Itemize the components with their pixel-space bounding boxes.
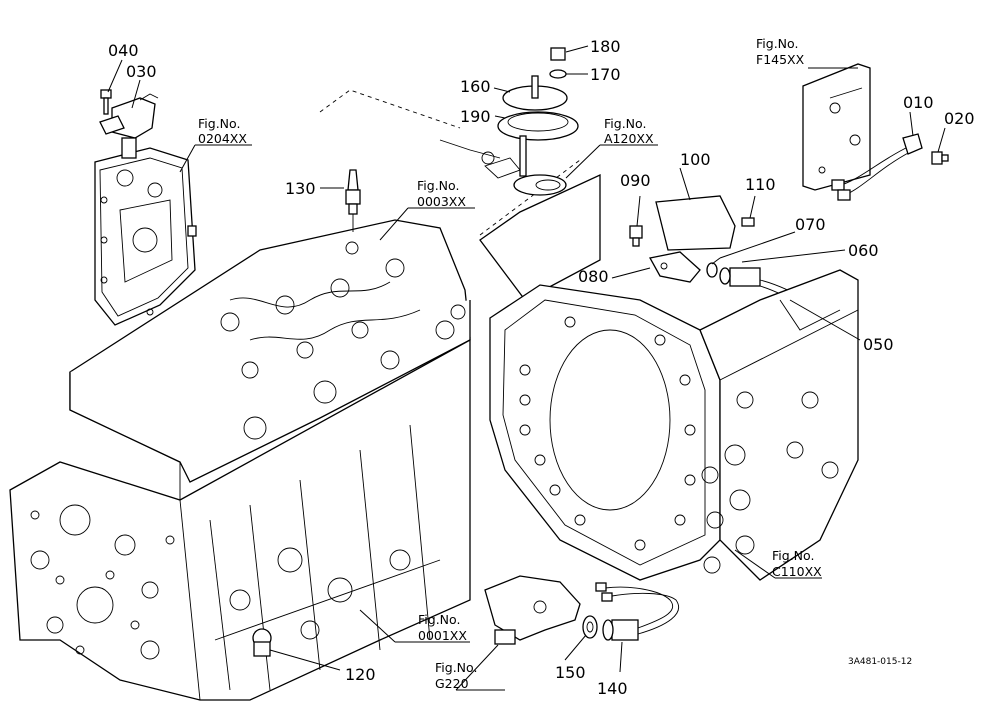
callout-090: 090 [620, 171, 651, 190]
callout-110: 110 [745, 175, 776, 194]
svg-text:Fig.No.: Fig.No. [418, 612, 460, 627]
svg-text:Fig.No.: Fig.No. [604, 116, 646, 131]
bracket-080 [648, 251, 701, 283]
temp-sensor-130 [345, 169, 361, 232]
cover-plate-100 [655, 195, 736, 251]
washer-150 [582, 615, 598, 639]
callout-030: 030 [126, 62, 157, 81]
callout-labels: 040 030 180 170 160 190 130 100 090 110 … [108, 37, 975, 698]
callout-160: 160 [460, 77, 491, 96]
fuel-sender-190 [497, 111, 579, 196]
svg-text:Fig.No.: Fig.No. [435, 660, 477, 675]
svg-text:Fig.No.: Fig.No. [772, 548, 814, 563]
callout-120: 120 [345, 665, 376, 684]
fuel-sender-plate-160 [502, 75, 568, 111]
figure-references: Fig.No. 0204XX Fig.No. 0003XX Fig.No. A1… [198, 36, 822, 691]
bolt-040 [100, 89, 112, 115]
fuel-tank [439, 139, 601, 301]
bolt-020 [931, 151, 949, 165]
svg-text:0204XX: 0204XX [198, 131, 247, 146]
callout-180: 180 [590, 37, 621, 56]
svg-text:0001XX: 0001XX [418, 628, 467, 643]
fig-ref-0003XX: Fig.No. 0003XX [417, 178, 466, 209]
plug-090 [629, 225, 643, 247]
gear-case [94, 147, 197, 326]
bolt-110 [741, 217, 755, 227]
harness-140 [595, 582, 679, 635]
callout-100: 100 [680, 150, 711, 169]
fig-ref-G220: Fig.No. G220 [435, 660, 477, 691]
svg-text:Fig.No.: Fig.No. [198, 116, 240, 131]
svg-text:A120XX: A120XX [604, 131, 654, 146]
callout-140: 140 [597, 679, 628, 698]
svg-text:0003XX: 0003XX [417, 194, 466, 209]
callout-190: 190 [460, 107, 491, 126]
harness-010 [831, 133, 923, 201]
pump-body-g220 [484, 575, 581, 645]
callout-060: 060 [848, 241, 879, 260]
callout-050: 050 [863, 335, 894, 354]
drawing-code: 3A481-015-12 [848, 657, 912, 667]
switch-140 [602, 619, 639, 641]
callout-040: 040 [108, 41, 139, 60]
leader-lines [107, 45, 946, 691]
fig-ref-0204XX: Fig.No. 0204XX [198, 116, 247, 146]
callout-130: 130 [285, 179, 316, 198]
svg-text:Fig.No.: Fig.No. [756, 36, 798, 51]
callout-070: 070 [795, 215, 826, 234]
oil-pressure-switch-120 [252, 628, 272, 657]
washer-070 [706, 262, 718, 278]
callout-010: 010 [903, 93, 934, 112]
bracket-f145 [802, 63, 871, 191]
switch-060 [719, 267, 761, 287]
speed-sensor-030 [99, 93, 159, 159]
washer-170 [549, 69, 567, 79]
nut-180 [550, 47, 566, 61]
callout-170: 170 [590, 65, 621, 84]
svg-text:C110XX: C110XX [772, 564, 822, 579]
fig-ref-F145XX: Fig.No. F145XX [756, 36, 805, 67]
callout-020: 020 [944, 109, 975, 128]
engine-block [9, 219, 471, 701]
callout-150: 150 [555, 663, 586, 682]
transmission-housing [489, 269, 859, 581]
fig-ref-0001XX: Fig.No. 0001XX [418, 612, 467, 643]
svg-text:G220: G220 [435, 676, 469, 691]
svg-text:Fig.No.: Fig.No. [417, 178, 459, 193]
callout-080: 080 [578, 267, 609, 286]
svg-text:F145XX: F145XX [756, 52, 805, 67]
fig-ref-A120XX: Fig.No. A120XX [604, 116, 654, 146]
fig-ref-C110XX: Fig.No. C110XX [772, 548, 822, 579]
